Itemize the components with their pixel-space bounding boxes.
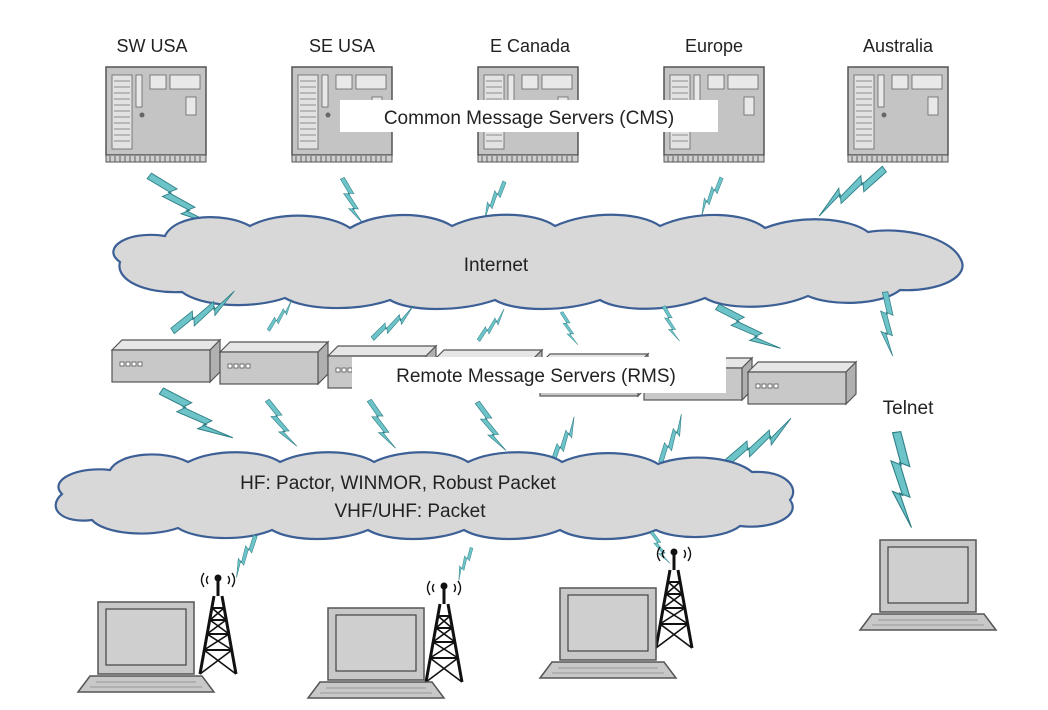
laptop-icon bbox=[307, 607, 445, 699]
lightning-icon bbox=[876, 291, 898, 358]
radio-tower-icon bbox=[654, 545, 694, 650]
lightning-icon bbox=[265, 297, 297, 334]
telnet-label: Telnet bbox=[883, 398, 934, 419]
internet-label: Internet bbox=[464, 255, 529, 276]
radio-cloud-line2: VHF/UHF: Packet bbox=[335, 501, 487, 522]
radio-tower-icon bbox=[424, 579, 464, 684]
lightning-icon bbox=[711, 301, 785, 358]
lightning-icon bbox=[230, 532, 260, 580]
lightning-icon bbox=[470, 399, 510, 455]
lightning-icon bbox=[261, 397, 301, 451]
internet-cloud bbox=[112, 213, 964, 311]
lightning-icon bbox=[362, 397, 400, 453]
cms-label: Common Message Servers (CMS) bbox=[384, 108, 674, 129]
lightning-icon bbox=[475, 306, 509, 344]
lightning-icon bbox=[658, 304, 683, 344]
cms-server-sw-usa bbox=[105, 66, 207, 163]
region-label-se-usa: SE USA bbox=[309, 36, 375, 56]
laptop-icon bbox=[859, 539, 997, 631]
laptop-icon bbox=[539, 587, 677, 679]
cms-label-background bbox=[340, 100, 718, 132]
lightning-icon bbox=[557, 310, 581, 348]
laptop-icon bbox=[77, 601, 215, 693]
lightning-icon bbox=[369, 302, 419, 345]
lightning-icon bbox=[154, 384, 237, 449]
lightning-icon bbox=[812, 160, 889, 222]
rms-label: Remote Message Servers (RMS) bbox=[396, 366, 676, 387]
region-label-europe: Europe bbox=[685, 36, 743, 56]
radio-cloud bbox=[54, 451, 795, 541]
rms-server bbox=[111, 339, 221, 383]
rms-label-background bbox=[352, 357, 726, 393]
lightning-icon bbox=[695, 174, 725, 219]
lightning-icon bbox=[336, 176, 368, 228]
radio-cloud-line1: HF: Pactor, WINMOR, Robust Packet bbox=[240, 473, 556, 494]
region-label-e-canada: E Canada bbox=[490, 36, 571, 56]
rms-server bbox=[747, 361, 857, 405]
region-label-australia: Australia bbox=[863, 36, 934, 56]
radio-tower-icon bbox=[198, 571, 238, 676]
cms-server-australia bbox=[847, 66, 949, 163]
lightning-icon bbox=[883, 430, 919, 531]
region-label-sw-usa: SW USA bbox=[116, 36, 187, 56]
lightning-icon bbox=[454, 545, 475, 582]
rms-server bbox=[219, 341, 329, 385]
